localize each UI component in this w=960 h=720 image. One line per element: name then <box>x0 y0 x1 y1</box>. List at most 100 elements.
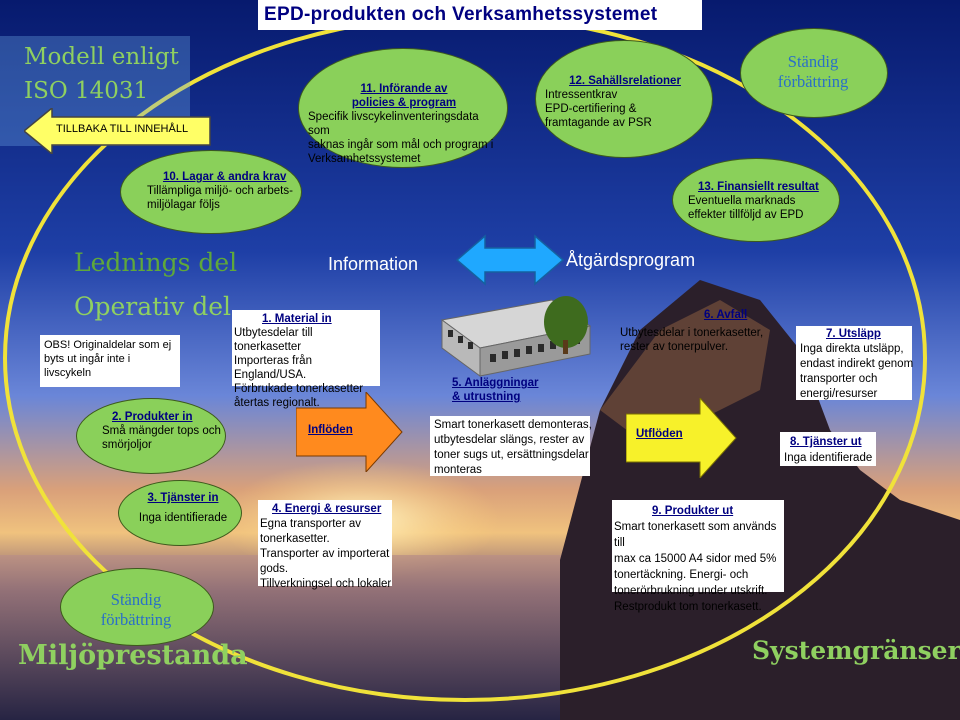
node-4-box <box>258 500 392 586</box>
ci-bottom-line-1: Ständig <box>110 590 162 609</box>
node-6-title: 6. Avfall <box>704 309 748 321</box>
information-label: Information <box>328 254 419 274</box>
node-9-box <box>612 500 784 592</box>
node-11-body-1: Specifik livscykelinventeringsdata som <box>308 111 479 137</box>
obs-note: OBS! Originaldelar som ej byts ut ingår … <box>44 338 180 380</box>
node-4-body-4: gods. <box>260 563 289 575</box>
model-label-line-2: ISO 14031 <box>24 78 149 104</box>
node-10-title: 10. Lagar & andra krav <box>163 171 287 183</box>
node-5-body-3: toner sugs ut, ersättningsdelar <box>434 449 589 461</box>
node-7-title: 7. Utsläpp <box>826 328 881 340</box>
node-4-text: 4. Energi & resurser Egna transporter av… <box>260 502 396 592</box>
continuous-improvement-top-ellipse <box>740 28 888 118</box>
node-4-body-5: Tillverkningsel och lokaler <box>260 578 392 590</box>
node-4-body-2: tonerkasetter. <box>260 533 330 545</box>
factory-building-illustration <box>440 296 592 377</box>
node-13-ellipse <box>672 158 840 242</box>
node-1-box <box>232 310 380 386</box>
ci-top-line-1: Ständig <box>787 52 839 71</box>
node-8-text: 8. Tjänster ut Inga identifierade <box>784 434 894 466</box>
node-12-ellipse <box>535 40 713 158</box>
node-2-ellipse <box>76 398 226 474</box>
obs-note-line-3: livscykeln <box>44 367 92 379</box>
back-button-label[interactable]: TILLBAKA TILL INNEHÅLL <box>56 123 189 135</box>
page-title: EPD-produkten och Verksamhetssystemet <box>264 4 658 25</box>
operativ-del-label: Operativ del <box>74 292 232 321</box>
node-6-body-2: rester av tonerpulver. <box>620 341 729 353</box>
node-4-title: 4. Energi & resurser <box>272 503 382 515</box>
node-3-body: Inga identifierade <box>138 512 228 524</box>
node-3-title: 3. Tjänster in <box>147 492 219 504</box>
node-7-body-2: endast indirekt genom <box>800 358 914 370</box>
node-2-body-1: Små mängder tops och <box>102 425 221 437</box>
node-3-text: 3. Tjänster in Inga identifierade <box>128 490 238 526</box>
node-11-ellipse <box>298 48 508 168</box>
node-9-title: 9. Produkter ut <box>652 505 734 517</box>
node-9-text: 9. Produkter ut Smart tonerkasett som an… <box>614 503 790 615</box>
node-12-title: 12. Sahällsrelationer <box>569 75 681 87</box>
node-2-title: 2. Produkter in <box>112 411 193 423</box>
inflow-label: Inflöden <box>308 424 353 436</box>
ci-top-line-2: förbättring <box>777 72 849 91</box>
back-arrow-button[interactable] <box>24 108 214 154</box>
node-5-title-1: 5. Anläggningar <box>452 377 539 389</box>
node-8-title: 8. Tjänster ut <box>790 436 862 448</box>
node-7-box <box>796 326 912 400</box>
model-label-line-1: Modell enligt <box>24 44 179 70</box>
node-10-ellipse <box>120 150 302 234</box>
node-5-title-2: & utrustning <box>452 391 521 403</box>
node-3-ellipse <box>118 480 242 546</box>
obs-note-box <box>40 335 180 387</box>
node-12-body-3: framtagande av PSR <box>545 117 652 129</box>
node-4-body-3: Transporter av importerat <box>260 548 390 560</box>
node-7-body-1: Inga direkta utsläpp, <box>800 343 904 355</box>
node-5-title: 5. Anläggningar & utrustning <box>452 376 562 404</box>
node-11-title-2: policies & program <box>351 97 457 109</box>
node-8-body: Inga identifierade <box>784 452 873 464</box>
miljoprestanda-label: Miljöprestanda <box>18 640 248 671</box>
node-10-body-1: Tillämpliga miljö- och arbets- <box>147 185 293 197</box>
node-9-body-4: tonerörbrukning under utskrift. <box>614 585 768 597</box>
node-4-body-1: Egna transporter av <box>260 518 362 530</box>
node-1-body-2: Importeras från England/USA. <box>234 355 312 381</box>
node-6-text: 6. Avfall Utbytesdelar i tonerkasetter, … <box>620 308 790 354</box>
model-label: Modell enligt ISO 14031 <box>24 40 179 108</box>
continuous-improvement-bottom-label: Ständig förbättring <box>60 590 212 630</box>
node-9-body-1: Smart tonerkasett som används till <box>614 521 777 549</box>
node-5-text: Smart tonerkasett demonteras, utbytesdel… <box>434 418 594 478</box>
obs-note-line-1: OBS! Originaldelar som ej <box>44 339 172 351</box>
node-2-text: 2. Produkter in Små mängder tops och smö… <box>102 410 222 452</box>
outflow-arrow <box>626 398 737 478</box>
continuous-improvement-top-label: Ständig förbättring <box>740 52 886 92</box>
node-5-body-4: monteras <box>434 464 482 476</box>
node-5-body-1: Smart tonerkasett demonteras, <box>434 419 592 431</box>
double-arrow-icon <box>455 234 565 286</box>
node-6-body-1: Utbytesdelar i tonerkasetter, <box>620 327 764 339</box>
node-13-text: 13. Finansiellt resultat Eventuella mark… <box>688 180 834 222</box>
node-7-body-4: energi/resurser <box>800 388 878 400</box>
node-11-body-2: saknas ingår som mål och program i <box>308 139 494 151</box>
title-bar <box>258 0 702 30</box>
node-12-body-2: EPD-certifiering & <box>545 103 637 115</box>
node-1-body-3: Förbrukade tonerkasetter <box>234 383 364 395</box>
node-9-body-5: Restprodukt tom tonerkasett. <box>614 601 762 613</box>
node-5-box <box>430 416 590 476</box>
node-13-body-1: Eventuella marknads <box>688 195 796 207</box>
obs-note-line-2: byts ut ingår inte i <box>44 353 131 365</box>
node-11-title-1: 11. Införande av <box>360 83 448 95</box>
inflow-arrow <box>296 392 403 472</box>
continuous-improvement-bottom-ellipse <box>60 568 214 646</box>
ci-bottom-line-2: förbättring <box>100 610 172 629</box>
node-8-box <box>780 432 876 466</box>
node-10-text: 10. Lagar & andra krav Tillämpliga miljö… <box>147 170 297 212</box>
node-11-text: 11. Införande av policies & program Spec… <box>306 82 502 166</box>
outflow-label: Utflöden <box>636 428 683 440</box>
node-1-body-4: återtas regionalt. <box>234 397 320 409</box>
node-2-body-2: smörjoljor <box>102 439 152 451</box>
node-1-title: 1. Material in <box>262 313 332 325</box>
node-13-body-2: effekter tillföljd av EPD <box>688 209 804 221</box>
node-1-body-1: Utbytesdelar till tonerkasetter <box>234 327 313 353</box>
node-7-body-3: transporter och <box>800 373 878 385</box>
node-12-body-1: Intressentkrav <box>545 89 618 101</box>
